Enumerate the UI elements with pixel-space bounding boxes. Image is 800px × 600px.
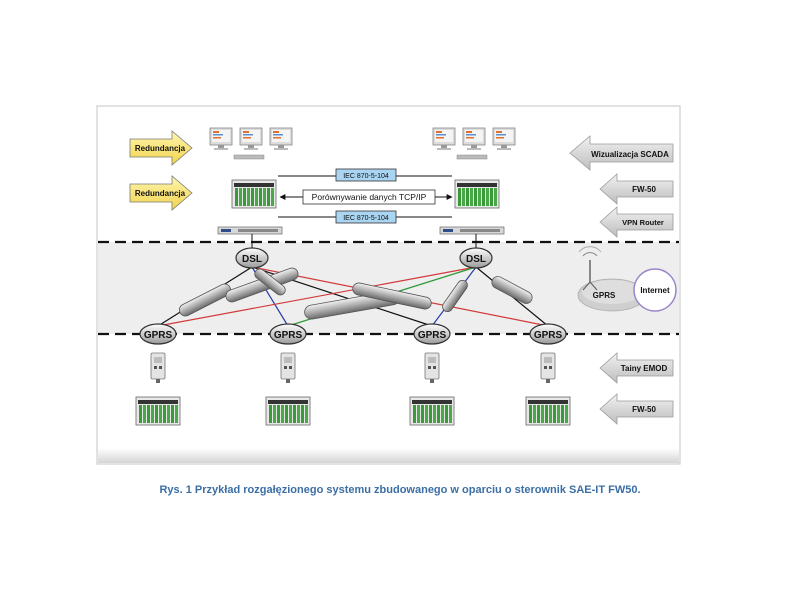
compare-label: Porównywanie danych TCP/IP [312, 192, 427, 202]
vpn-router-left [217, 226, 283, 235]
redundancy-arrow-1: Redundancja [129, 130, 193, 166]
legend-emod-label: Tainy EMOD [621, 364, 668, 373]
gprs-node-2: GPRS [269, 323, 307, 345]
scada-workstations-left [209, 127, 293, 160]
gprs-label-2: GPRS [274, 330, 303, 341]
legend-fw50-top: FW-50 [599, 173, 674, 205]
field-plc-2 [265, 396, 311, 426]
gprs-label-3: GPRS [418, 330, 447, 341]
legend-vpn-label: VPN Router [622, 218, 664, 227]
redundancy-arrow-2: Redundancja [129, 175, 193, 211]
figure-caption: Rys. 1 Przykład rozgałęzionego systemu z… [159, 484, 641, 496]
antenna-icon [578, 246, 602, 291]
iec-box-top [335, 168, 397, 182]
gprs-node-3: GPRS [413, 323, 451, 345]
dsl-label-left: DSL [242, 254, 262, 265]
vpn-tunnels [178, 267, 533, 320]
emod-modem-4 [540, 352, 556, 384]
legend-emod: Tainy EMOD [599, 352, 674, 384]
legend-fw50-top-label: FW-50 [632, 185, 656, 194]
gprs-label-1: GPRS [144, 330, 173, 341]
legend-fw50-bottom: FW-50 [599, 393, 674, 425]
legend-scada: Wizualizacja SCADA [569, 135, 674, 171]
dsl-label-right: DSL [466, 254, 486, 265]
plc-controller-left [231, 179, 277, 209]
iec-label-bottom: IEC 870-5-104 [343, 215, 389, 222]
vpn-router-right [439, 226, 505, 235]
legend-fw50-bottom-label: FW-50 [632, 405, 656, 414]
iec-label-top: IEC 870-5-104 [343, 173, 389, 180]
dsl-node-right: DSL [459, 247, 493, 269]
plc-controller-right [454, 179, 500, 209]
field-plc-3 [409, 396, 455, 426]
legend-vpn: VPN Router [599, 206, 674, 238]
gprs-node-4: GPRS [529, 323, 567, 345]
field-plc-1 [135, 396, 181, 426]
legend-scada-label: Wizualizacja SCADA [591, 150, 669, 159]
field-plc-4 [525, 396, 571, 426]
emod-modem-2 [280, 352, 296, 384]
iec-box-bottom [335, 210, 397, 224]
dsl-node-left: DSL [235, 247, 269, 269]
internet-label: Internet [640, 286, 670, 295]
emod-modem-1 [150, 352, 166, 384]
compare-box [302, 189, 436, 205]
frame-bottom-bar [98, 448, 679, 463]
gprs-cloud-label: GPRS [593, 291, 616, 300]
emod-modem-3 [424, 352, 440, 384]
redundancy-label-1: Redundancja [135, 144, 186, 153]
gprs-internet-cloud: Internet GPRS [577, 246, 677, 312]
gprs-label-4: GPRS [534, 330, 563, 341]
gprs-node-1: GPRS [139, 323, 177, 345]
redundancy-label-2: Redundancja [135, 189, 186, 198]
scada-workstations-right [432, 127, 516, 160]
